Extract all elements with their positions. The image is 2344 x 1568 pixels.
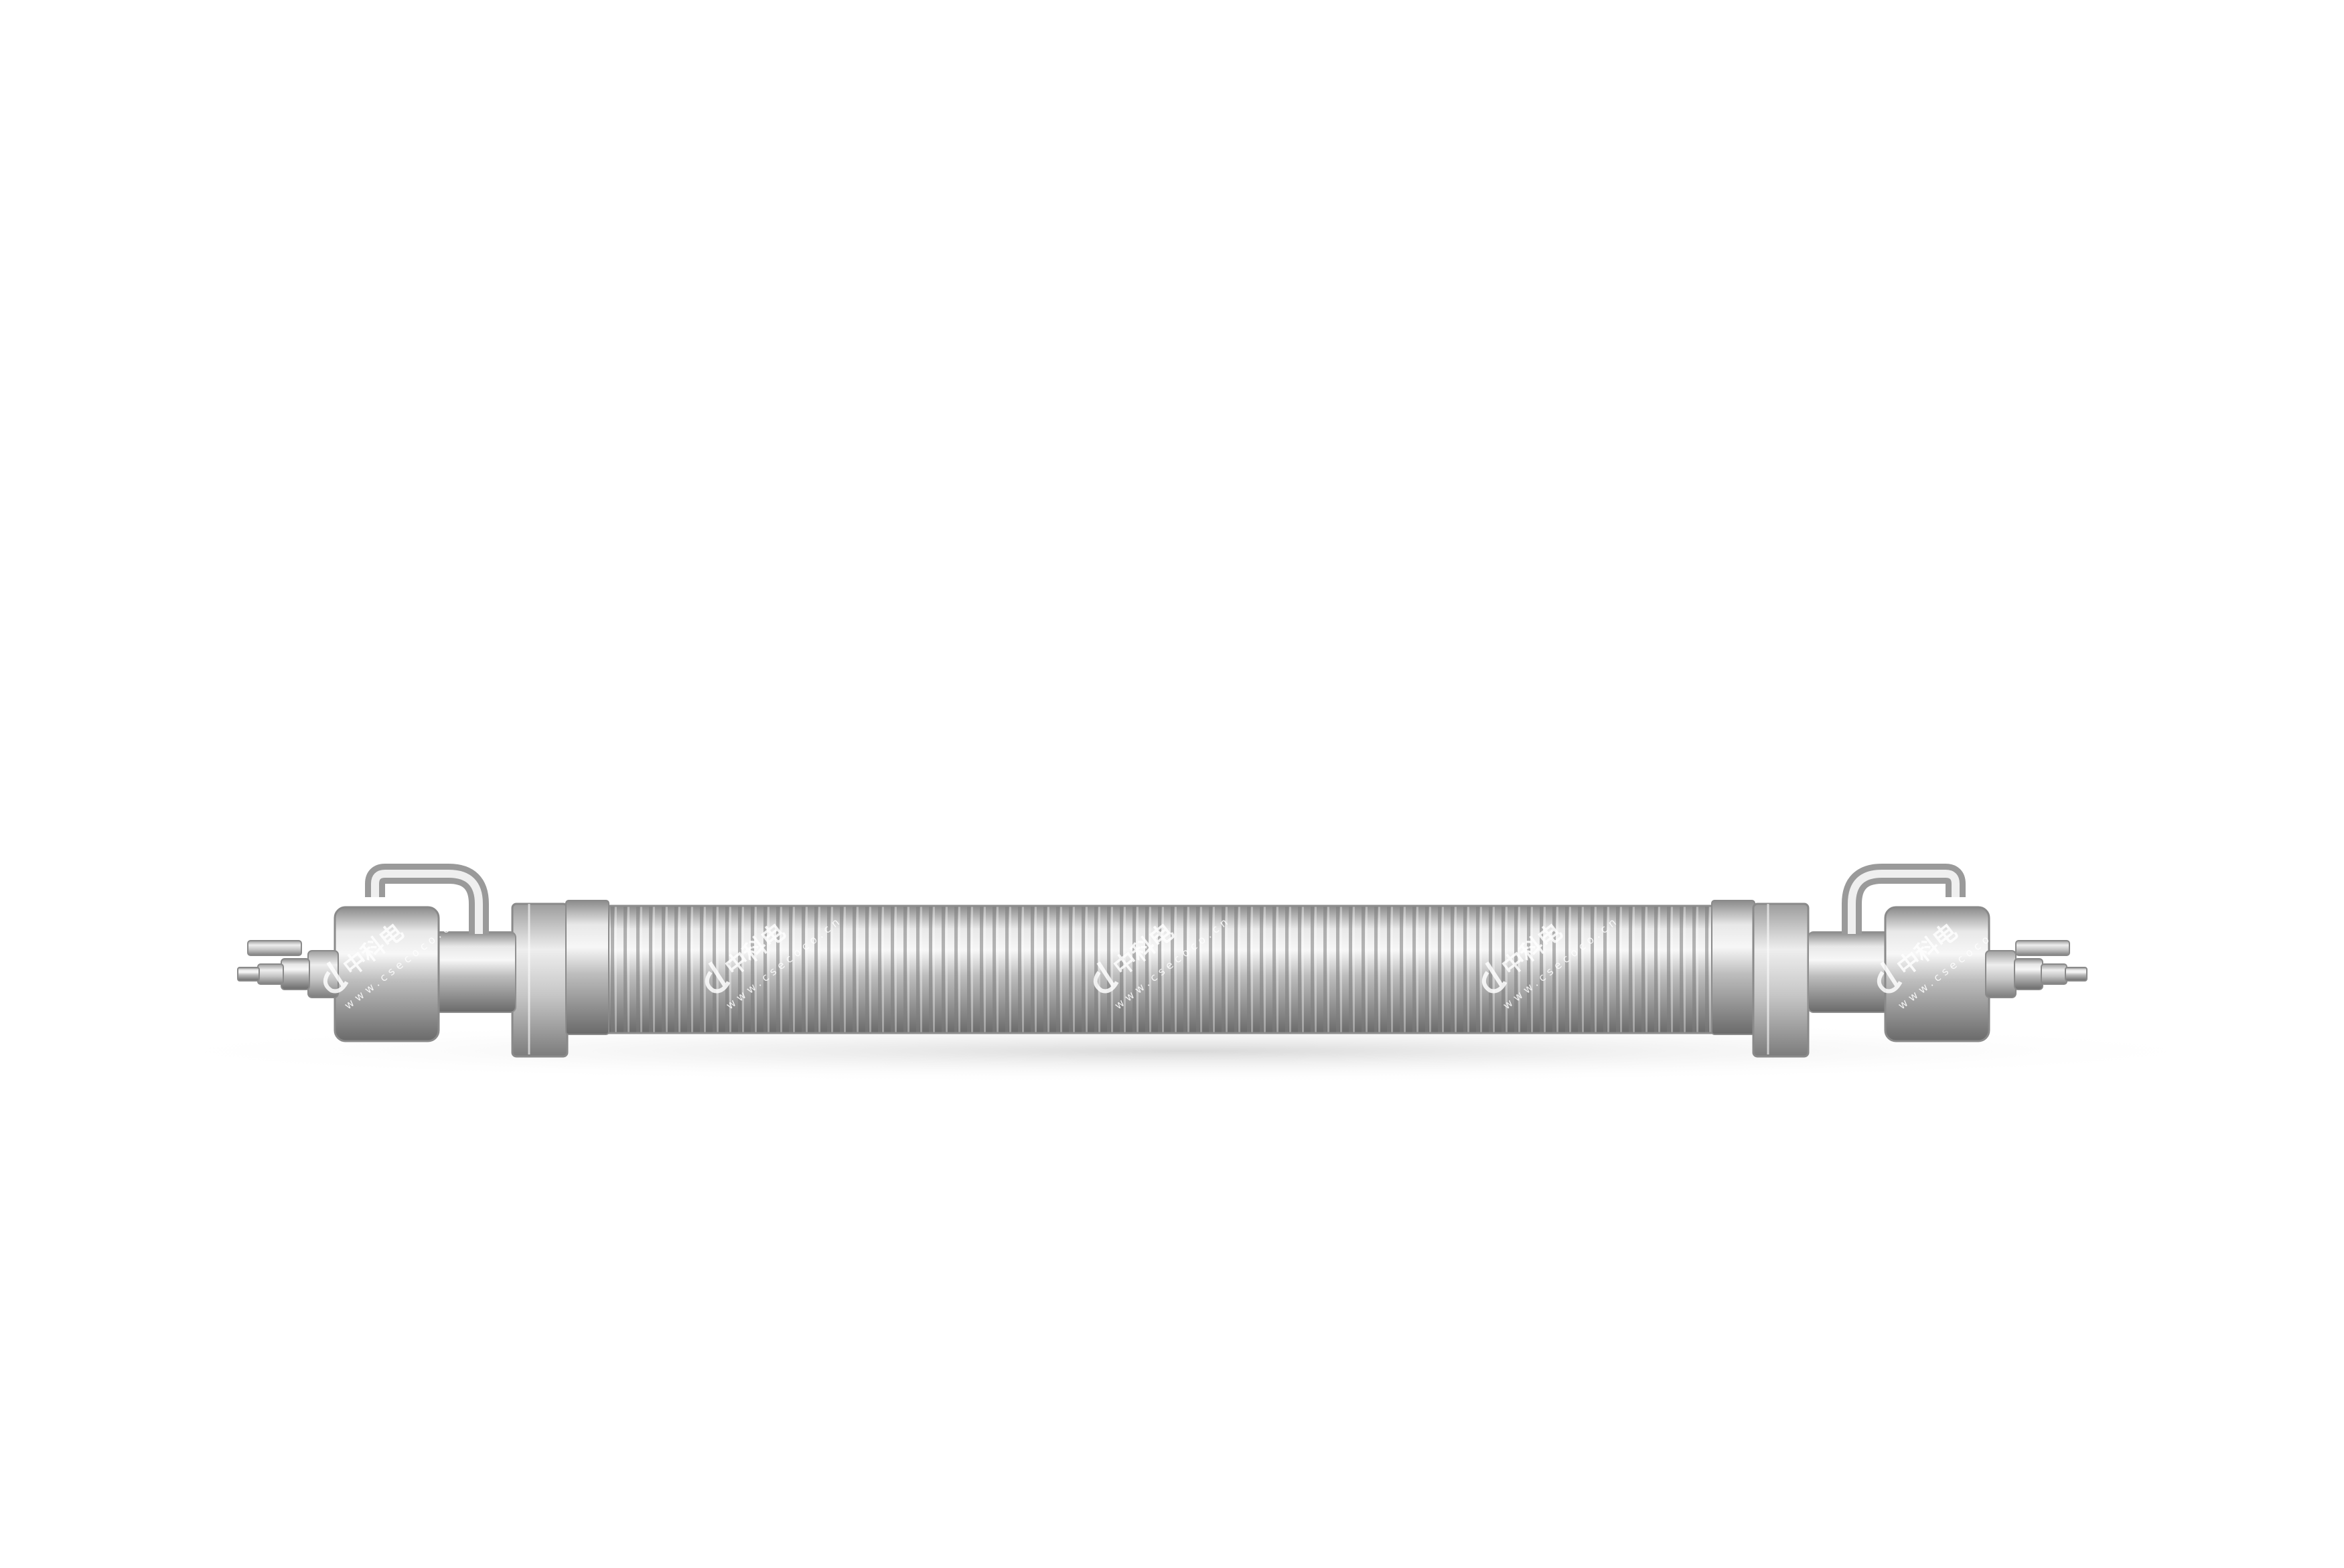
csecoco-logo-icon	[1877, 961, 1903, 994]
csecoco-logo-icon	[1093, 961, 1119, 994]
csecoco-logo-icon	[1481, 961, 1508, 994]
left-end-fitting	[237, 864, 516, 1042]
right-flange-block	[1711, 900, 1810, 1058]
csecoco-logo-icon	[323, 961, 349, 994]
left-flange-block	[511, 900, 609, 1058]
csecoco-logo-icon	[705, 961, 731, 994]
right-end-fitting	[1808, 864, 2087, 1042]
